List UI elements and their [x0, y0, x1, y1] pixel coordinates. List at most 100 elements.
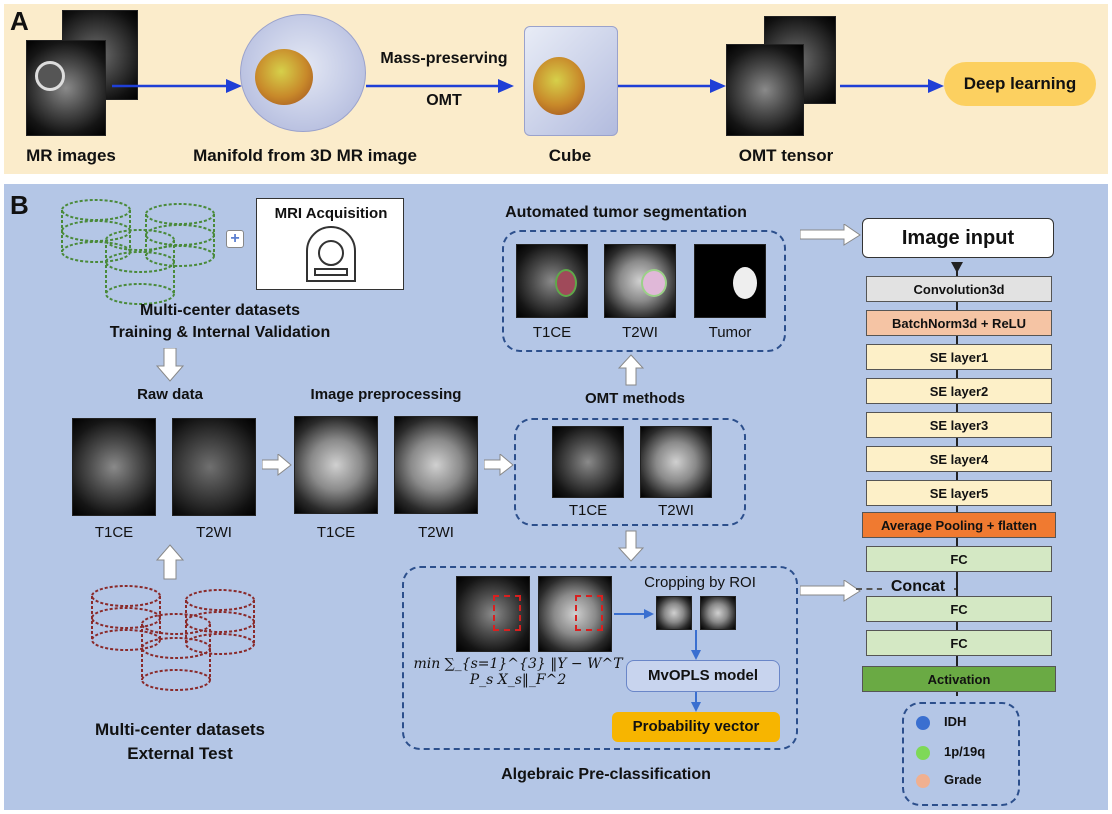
cropping-label: Cropping by ROI	[644, 574, 756, 591]
pre-t1ce-image	[294, 416, 378, 514]
external-database-icon	[91, 585, 255, 691]
probability-box: Probability vector	[612, 712, 780, 742]
brain-manifold	[240, 14, 366, 132]
seg-tumor-label: Tumor	[708, 324, 752, 341]
down-arrow-omt	[618, 530, 644, 562]
segmentation-title: Automated tumor segmentation	[505, 204, 747, 221]
layer-se3: SE layer3	[866, 412, 1052, 438]
raw-data-label: Raw data	[137, 386, 203, 403]
layer-pooling: Average Pooling + flatten	[862, 512, 1056, 538]
layer-fc1: FC	[866, 546, 1052, 572]
crop-arrow	[614, 609, 654, 619]
mr-image-front	[26, 40, 106, 136]
output-legend-box	[902, 702, 1020, 806]
omt-t1ce-image	[552, 426, 624, 498]
layer-fc3: FC	[866, 630, 1052, 656]
caption-mr-images: MR images	[26, 146, 116, 165]
seg-overlay-t2	[641, 269, 667, 297]
seg-t2wi-image	[604, 244, 676, 318]
omt-t2wi-label: T2WI	[658, 502, 694, 519]
tumor-ring	[35, 61, 65, 91]
omt-methods-box	[514, 418, 746, 526]
down-arrow-1	[156, 348, 184, 382]
concat-label: Concat	[882, 578, 954, 596]
segmentation-box	[502, 230, 786, 352]
layer-conv3d: Convolution3d	[866, 276, 1052, 302]
omt-t1ce-label: T1CE	[568, 502, 608, 519]
layer-se5: SE layer5	[866, 480, 1052, 506]
omt-t2wi-image	[640, 426, 712, 498]
omt-methods-label: OMT methods	[585, 390, 685, 407]
grade-dot-icon	[916, 774, 930, 788]
image-input-box: Image input	[862, 218, 1054, 258]
seg-t1ce-image	[516, 244, 588, 318]
caption-omt-tensor: OMT tensor	[738, 146, 834, 165]
mvopls-box: MvOPLS model	[626, 660, 780, 692]
legend-grade: Grade	[944, 772, 982, 787]
training-title-1: Multi-center datasets	[139, 302, 301, 319]
panel-b-label: B	[10, 190, 29, 220]
algebraic-box	[402, 566, 798, 750]
up-arrow-omt	[618, 354, 644, 386]
crop-image-1	[656, 596, 692, 630]
tumor-mesh	[255, 49, 313, 105]
arrow-a3	[618, 79, 726, 93]
plus-icon: +	[226, 230, 244, 248]
legend-1p19q: 1p/19q	[944, 744, 986, 759]
raw-t1ce-label: T1CE	[94, 524, 134, 541]
seg-t2wi-label: T2WI	[622, 324, 658, 341]
layer-se2: SE layer2	[866, 378, 1052, 404]
crop-down-arrow	[691, 630, 701, 660]
omt-tensor-front	[726, 44, 804, 136]
tumor-mask-image	[694, 244, 766, 318]
external-title-1: Multi-center datasets	[94, 720, 266, 739]
raw-t2wi-image	[172, 418, 256, 516]
input-arrow	[951, 262, 963, 273]
layer-fc2: FC	[866, 596, 1052, 622]
up-arrow-external	[156, 544, 184, 580]
legend-idh: IDH	[944, 714, 967, 729]
pre-t2wi-label: T2WI	[418, 524, 454, 541]
cube	[524, 26, 618, 136]
right-arrow-1	[262, 454, 292, 476]
alg-t1ce-image	[456, 576, 530, 652]
mri-acquisition-label: MRI Acquisition	[274, 205, 388, 222]
arrow-a2	[366, 79, 514, 93]
right-arrow-2	[484, 454, 514, 476]
seg-t1ce-label: T1CE	[532, 324, 572, 341]
deep-learning-pill: Deep learning	[944, 62, 1096, 106]
arrow-a4	[840, 79, 944, 93]
roi-box-1	[493, 595, 521, 631]
layer-activation: Activation	[862, 666, 1056, 692]
network-spine	[956, 262, 958, 696]
tumor-mask	[733, 267, 757, 299]
layer-batchnorm: BatchNorm3d + ReLU	[866, 310, 1052, 336]
idh-dot-icon	[916, 716, 930, 730]
external-title-2: External Test	[127, 744, 233, 763]
roi-box-2	[575, 595, 603, 631]
cube-tumor	[533, 57, 585, 115]
mri-acquisition-box: MRI Acquisition	[256, 198, 404, 290]
seg-overlay-t1	[555, 269, 577, 297]
arrow-a1	[112, 79, 242, 93]
codeletion-dot-icon	[916, 746, 930, 760]
crop-image-2	[700, 596, 736, 630]
formula: min ∑_{s=1}^{3} ‖Y − W^T P_s X_s‖_F^2	[413, 656, 623, 688]
mri-scanner-icon	[306, 226, 356, 282]
right-arrow-alg	[800, 580, 861, 602]
right-arrow-seg	[800, 224, 861, 246]
layer-se4: SE layer4	[866, 446, 1052, 472]
algebraic-title: Algebraic Pre-classification	[501, 766, 711, 783]
caption-cube: Cube	[548, 146, 592, 165]
layer-se1: SE layer1	[866, 344, 1052, 370]
preprocessing-label: Image preprocessing	[310, 386, 462, 403]
pre-t1ce-label: T1CE	[316, 524, 356, 541]
omt-label-bottom: OMT	[426, 92, 462, 109]
mvopls-down-arrow	[691, 692, 701, 712]
alg-t2wi-image	[538, 576, 612, 652]
panel-a-label: A	[10, 6, 29, 36]
training-database-icon	[61, 199, 215, 305]
omt-label-top: Mass-preserving	[380, 50, 508, 67]
caption-manifold: Manifold from 3D MR image	[193, 146, 417, 165]
raw-t1ce-image	[72, 418, 156, 516]
